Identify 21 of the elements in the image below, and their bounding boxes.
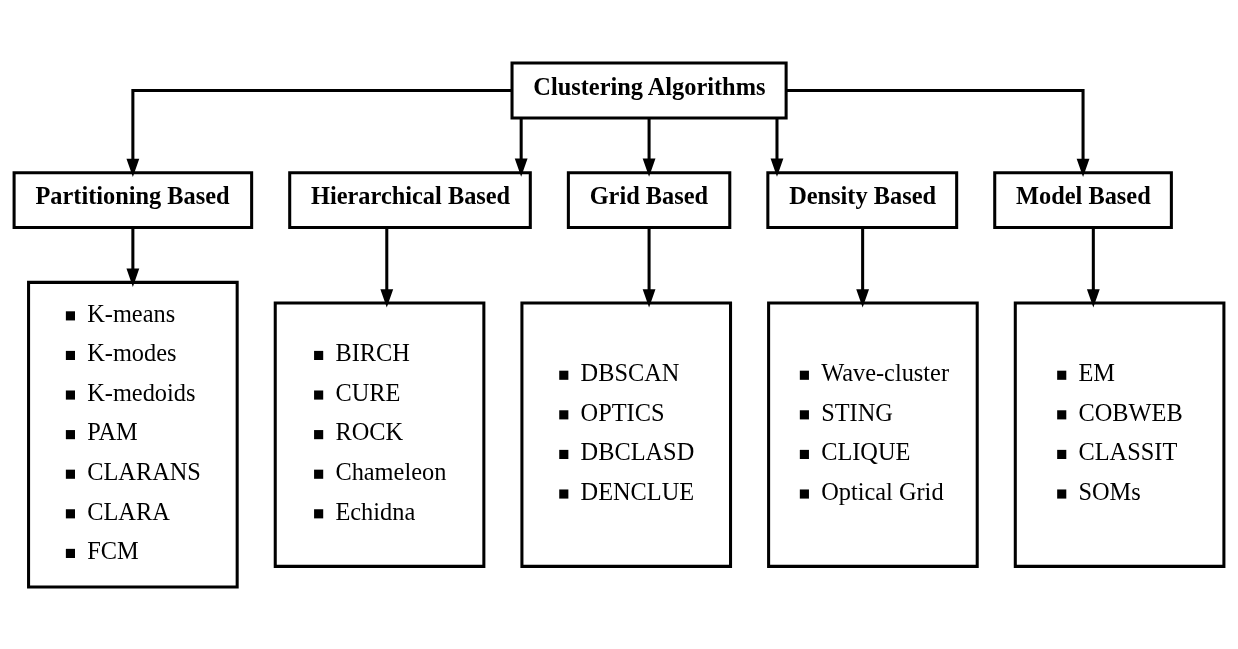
- node-box: EM COBWEB CLASSIT SOMs: [1013, 300, 1226, 568]
- node-box: Wave-cluster STING CLIQUE Optical Grid: [767, 300, 979, 568]
- arrow: [642, 227, 656, 307]
- node-box: Partitioning Based: [12, 170, 254, 229]
- node-box: Clustering Algorithms: [510, 61, 788, 119]
- arrow: [642, 117, 656, 177]
- arrow: [126, 227, 140, 287]
- node-box: Grid Based: [566, 170, 732, 229]
- arrow: [514, 117, 528, 177]
- node-box: DBSCAN OPTICS DBCLASD DENCLUE: [520, 300, 733, 568]
- node-box: Model Based: [993, 170, 1173, 229]
- arrow: [856, 227, 870, 307]
- node-box: BIRCH CURE ROCK Chameleon Echidna: [273, 300, 486, 568]
- arrow: [786, 88, 1090, 177]
- node-box: Density Based: [766, 170, 959, 229]
- arrow: [1086, 227, 1100, 307]
- arrow: [126, 88, 512, 177]
- arrow: [770, 117, 784, 177]
- node-box: Hierarchical Based: [288, 170, 532, 229]
- arrow: [380, 227, 394, 307]
- node-box: K-means K-modes K-medoids PAM CLARANS CLARA FCM: [27, 280, 239, 588]
